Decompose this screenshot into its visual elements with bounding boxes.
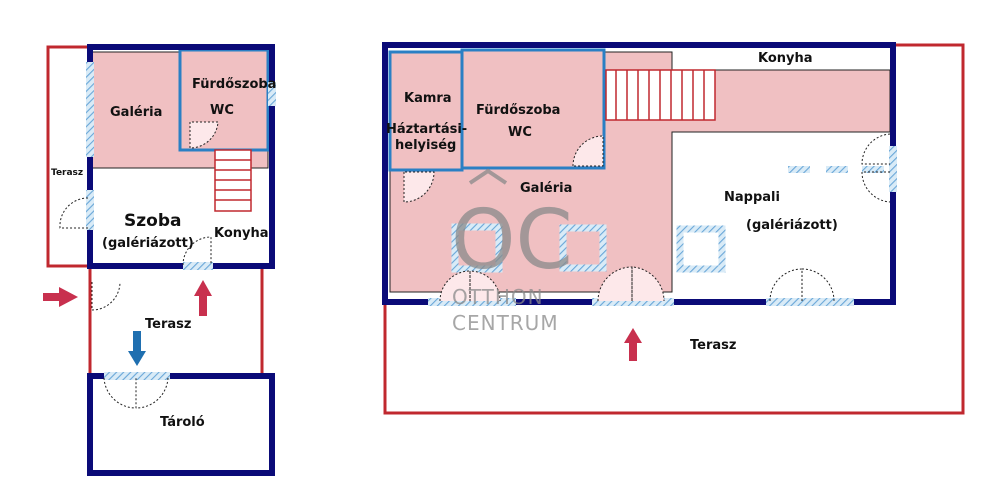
watermark-line-2: CENTRUM — [452, 311, 559, 335]
right-label-terasz: Terasz — [690, 338, 736, 353]
left-window-3 — [86, 190, 94, 230]
left-label-galeria: Galéria — [110, 105, 162, 120]
left-label-konyha: Konyha — [214, 226, 269, 241]
right-door-main — [597, 266, 665, 302]
up-arrow-icon — [194, 280, 212, 316]
right-label-wc: WC — [508, 125, 532, 140]
left-stairs — [214, 149, 252, 212]
up-arrow-icon — [624, 328, 642, 361]
right-label-konyha: Konyha — [758, 51, 813, 66]
left-window-5 — [104, 372, 170, 380]
watermark-logo: OC OTTHON CENTRUM — [451, 168, 573, 335]
left-door-terrace-side — [59, 197, 89, 229]
right-label-nappali: Nappali — [724, 190, 780, 205]
left-window-4 — [183, 262, 213, 270]
right-door-nappali — [769, 268, 835, 302]
right-door-side — [861, 133, 891, 203]
watermark-line-1: OTTHON — [452, 285, 544, 309]
right-skylight-4 — [788, 166, 810, 173]
left-label-szoba-sub: (galériázott) — [102, 236, 194, 251]
watermark-logo-text: OC — [451, 193, 573, 288]
right-skylight-3 — [676, 225, 726, 273]
left-label-terasz: Terasz — [145, 317, 191, 332]
right-door-galeria — [439, 270, 501, 302]
left-lower-terrace-outline — [88, 266, 264, 376]
left-storage-walls — [87, 373, 275, 476]
left-label-wc: WC — [210, 103, 234, 118]
watermark-roof-icon — [468, 168, 508, 185]
left-label-terasz-side: Terasz — [51, 168, 83, 178]
left-door-kitchen — [182, 236, 212, 266]
right-label-galeria: Galéria — [520, 181, 572, 196]
right-window-1 — [428, 298, 516, 306]
right-label-haztartasi-1: Háztartási- — [386, 122, 467, 137]
right-label-furdoszoba: Fürdőszoba — [476, 103, 560, 118]
left-door-entrance — [91, 281, 121, 311]
right-window-2 — [592, 298, 674, 306]
left-label-szoba: Szoba — [124, 211, 181, 231]
right-door-wc — [572, 135, 604, 167]
left-label-furdoszoba: Fürdőszoba — [192, 77, 276, 92]
right-stairs — [605, 69, 716, 121]
right-skylight-5 — [826, 166, 848, 173]
right-skylight-1 — [451, 223, 503, 273]
left-window-1 — [86, 62, 94, 157]
right-label-nappali-sub: (galériázott) — [746, 218, 838, 233]
entrance-arrow-icon — [43, 287, 78, 307]
right-door-kamra — [403, 171, 435, 203]
left-plan: Fürdőszoba Galéria WC Terasz Szoba (galé… — [43, 44, 276, 476]
right-terrace-outline — [383, 43, 965, 415]
right-plan: Konyha Kamra Fürdőszoba Háztartási- hely… — [382, 42, 965, 415]
right-skylight-2 — [559, 224, 607, 272]
left-terrace-outline — [46, 45, 92, 268]
left-door-wc — [189, 121, 219, 149]
down-arrow-icon — [128, 331, 146, 366]
left-door-storage — [103, 377, 169, 409]
right-label-haztartasi-2: helyiség — [395, 138, 456, 153]
left-label-tarolo: Tároló — [160, 415, 205, 430]
right-window-3 — [766, 298, 854, 306]
right-nappali-area — [674, 134, 890, 300]
right-skylight-6 — [862, 166, 884, 173]
left-window-2 — [268, 82, 276, 106]
right-label-kamra: Kamra — [404, 91, 452, 106]
right-window-4 — [889, 146, 897, 192]
